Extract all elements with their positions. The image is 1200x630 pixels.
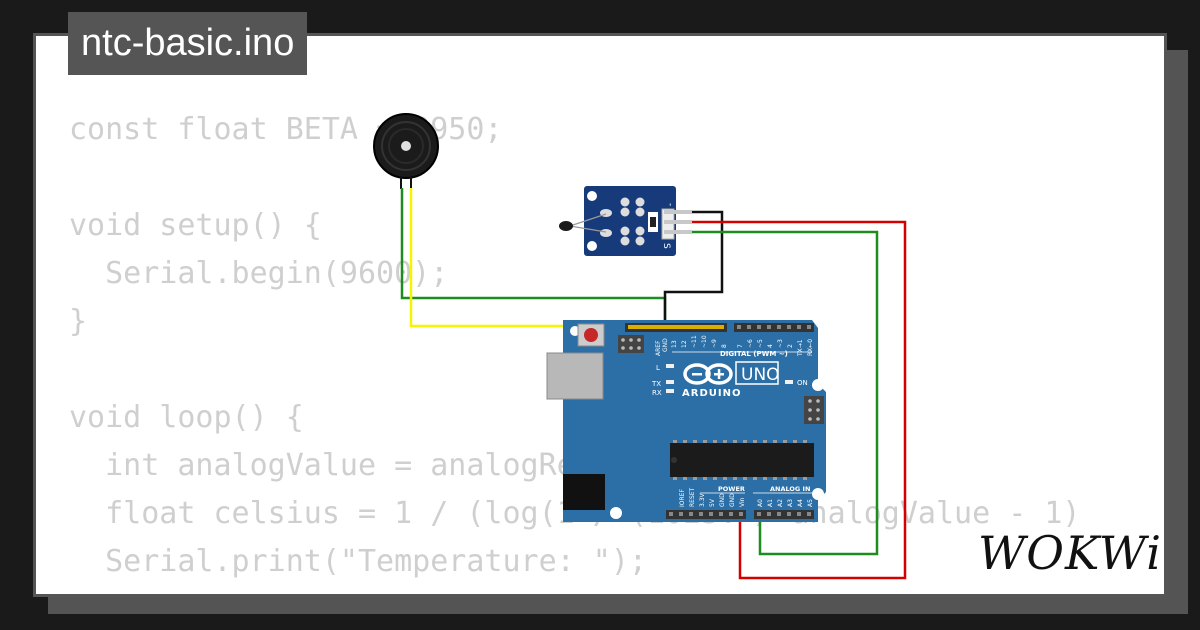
wire-green-signal (690, 230, 879, 556)
thermistor-bead (559, 221, 573, 231)
project-title: ntc-basic.ino (68, 12, 308, 75)
svg-text:GND: GND (729, 493, 736, 507)
svg-text:A5: A5 (807, 499, 814, 507)
svg-text:~3: ~3 (777, 339, 784, 348)
power-header (666, 510, 746, 519)
led-tx-label: TX (651, 380, 661, 388)
buzzer[interactable] (373, 113, 439, 189)
digital-pin-labels: AREF GND 13 12 ~11 ~10 ~9 8 7 ~6 ~5 4 ~3… (655, 335, 814, 357)
arduino-uno-board[interactable]: AREF GND 13 12 ~11 ~10 ~9 8 7 ~6 ~5 4 ~3… (546, 320, 826, 522)
arduino-infinity-logo (683, 363, 733, 385)
svg-text:IOREF: IOREF (679, 489, 686, 507)
wire-red-vcc (690, 220, 907, 580)
ntc-sensor-module[interactable]: - S (559, 186, 692, 256)
power-jack (563, 474, 605, 510)
digital-label: DIGITAL (PWM ~) (720, 350, 788, 358)
svg-text:A4: A4 (797, 499, 804, 507)
board-brand: ARDUINO (682, 388, 741, 399)
svg-text:~11: ~11 (691, 335, 698, 348)
icsp-header (618, 335, 644, 353)
svg-text:Vin: Vin (739, 497, 746, 507)
power-pin-labels: IOREF RESET 3.3V 5V GND GND Vin (679, 487, 746, 507)
wires (400, 188, 907, 580)
board-model: UNO (741, 365, 780, 385)
svg-text:GND: GND (662, 338, 669, 352)
svg-text:5V: 5V (709, 498, 716, 507)
icsp2-header (804, 396, 824, 424)
led-tx (666, 380, 674, 384)
code-line: Serial.print("Temperature: "); (69, 544, 647, 579)
led-on (785, 380, 793, 384)
code-line: void setup() { (69, 208, 322, 243)
sensor-pin-minus-label: - (665, 203, 675, 206)
led-l (666, 364, 674, 368)
power-label: POWER (718, 485, 745, 493)
svg-text:A1: A1 (767, 499, 774, 507)
svg-text:~10: ~10 (701, 335, 708, 348)
usb-port (546, 352, 604, 400)
analog-pin-labels: A0 A1 A2 A3 A4 A5 (757, 499, 814, 507)
svg-text:A0: A0 (757, 499, 764, 507)
svg-text:~6: ~6 (747, 339, 754, 348)
code-line: Serial.println(celsius); (69, 586, 1080, 594)
svg-text:2: 2 (787, 344, 794, 348)
svg-text:RX←0: RX←0 (807, 339, 814, 356)
analog-header (754, 510, 814, 519)
svg-text:AREF: AREF (655, 340, 662, 356)
svg-text:A3: A3 (787, 499, 794, 507)
led-on-label: ON (797, 379, 808, 387)
microcontroller-chip (670, 440, 814, 480)
svg-text:RESET: RESET (689, 487, 696, 507)
led-l-label: L (656, 364, 660, 372)
led-rx (666, 389, 674, 393)
wire-yellow-buzzer (409, 188, 622, 328)
led-rx-label: RX (652, 389, 662, 397)
preview-card: const float BETA = 3950;void setup() { S… (33, 33, 1167, 597)
analog-label: ANALOG IN (770, 485, 810, 493)
svg-text:GND: GND (719, 493, 726, 507)
svg-text:3.3V: 3.3V (699, 492, 706, 507)
digital-header-right (734, 323, 814, 332)
svg-text:TX→1: TX→1 (797, 339, 804, 357)
code-line: void loop() { (69, 400, 304, 435)
code-line: float celsius = 1 / (log(1 / (1023. / an… (105, 496, 1081, 531)
svg-text:4: 4 (767, 344, 774, 348)
svg-text:12: 12 (681, 340, 688, 348)
code-line: } (69, 304, 88, 339)
svg-text:~9: ~9 (711, 339, 718, 348)
svg-text:13: 13 (671, 340, 678, 348)
sensor-pin-s-label: S (661, 243, 671, 249)
svg-text:8: 8 (721, 344, 728, 348)
svg-text:~5: ~5 (757, 339, 764, 348)
wire-black-gnd (663, 210, 724, 326)
svg-text:A2: A2 (777, 499, 784, 507)
code-line: Serial.begin(9600); (69, 256, 449, 291)
digital-header-left (625, 323, 727, 332)
wokwi-logo: WOKWi (978, 526, 1162, 580)
svg-text:7: 7 (737, 344, 744, 348)
